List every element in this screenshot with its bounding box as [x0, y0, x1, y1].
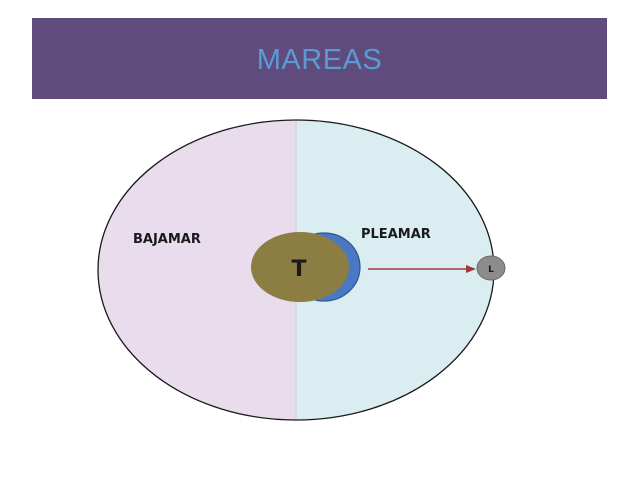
pleamar-label: PLEAMAR: [361, 227, 431, 242]
bajamar-label: BAJAMAR: [133, 232, 201, 247]
earth-label: T: [291, 257, 306, 282]
title-bar: MAREAS: [32, 18, 607, 99]
earth-circle: [251, 232, 349, 302]
moon-circle: [476, 255, 506, 281]
moon-label: L: [488, 265, 494, 275]
slide-title: MAREAS: [256, 44, 383, 76]
